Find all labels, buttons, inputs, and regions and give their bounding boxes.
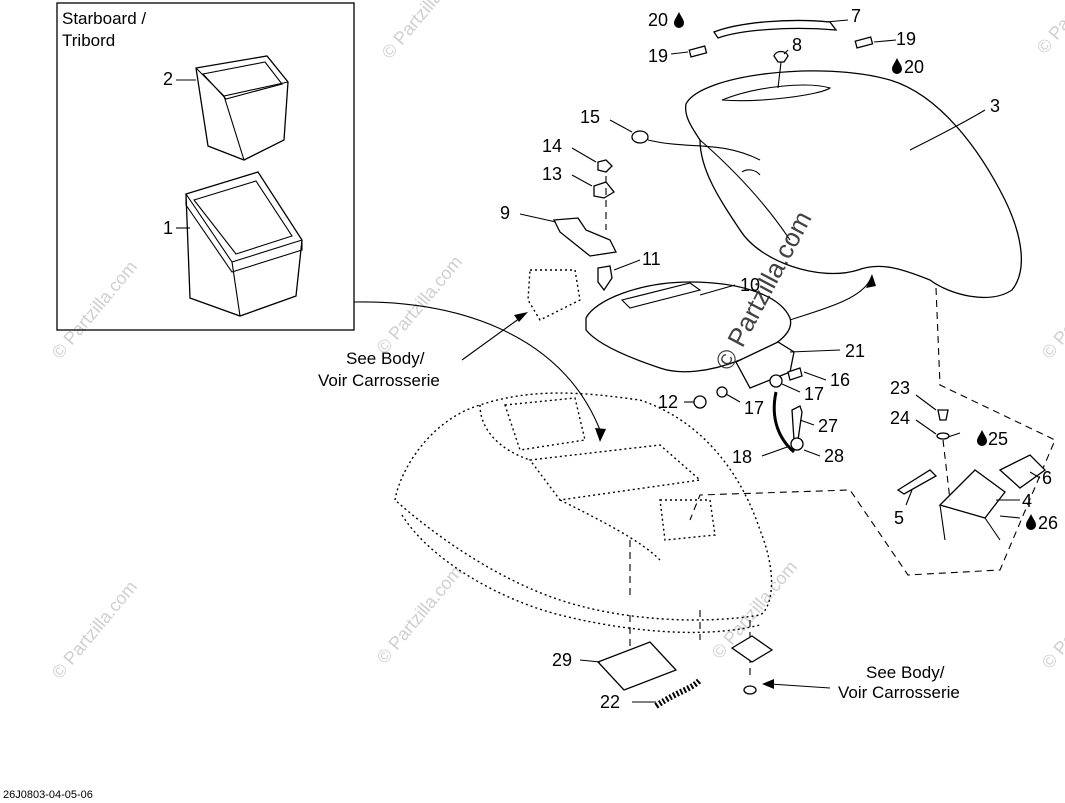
ref-17-left: 17: [744, 398, 764, 418]
watermark-small: © Partzilla.com: [373, 252, 466, 358]
latch-plate: [735, 341, 795, 389]
ref-17-right: 17: [804, 384, 824, 404]
ref-20-right: 20: [904, 57, 924, 77]
ref-27: 27: [818, 416, 838, 436]
ref-15: 15: [580, 107, 600, 127]
storage-bin: [185, 171, 303, 317]
watermark-small: © Partzilla.com: [1038, 257, 1065, 363]
ref-14: 14: [542, 136, 562, 156]
plug: [631, 130, 649, 144]
hull-outline: [394, 392, 773, 634]
ref-21: 21: [845, 341, 865, 361]
hinge-plate: [998, 454, 1047, 489]
pad-small: [730, 635, 774, 663]
ref-8: 8: [792, 35, 802, 55]
nut: [597, 159, 613, 173]
washer-28: [790, 437, 804, 451]
ref-13: 13: [542, 164, 562, 184]
oil-drop-icon: [892, 58, 902, 74]
see-body-right-line1: See Body/: [866, 663, 945, 682]
watermark-small: © Partzilla.com: [1033, 0, 1065, 58]
inset-title-line1: Starboard /: [62, 9, 146, 28]
ref-23: 23: [890, 378, 910, 398]
nut-12: [693, 395, 707, 409]
ref-4: 4: [1022, 491, 1032, 511]
assembly-arrow: [353, 301, 601, 431]
ref-5: 5: [894, 508, 904, 528]
drawing-code: 26J0803-04-05-06: [3, 789, 93, 801]
ref-7: 7: [851, 6, 861, 26]
see-body-left-line2: Voir Carrosserie: [318, 371, 440, 390]
screw-16: [787, 367, 803, 381]
cage-nut: [593, 181, 615, 199]
see-body-left-line1: See Body/: [346, 349, 425, 368]
ref-25: 25: [988, 429, 1008, 449]
washer-17-left: [716, 386, 728, 398]
washer-bottom: [743, 685, 757, 695]
ref-9: 9: [500, 203, 510, 223]
ref-12: 12: [658, 392, 678, 412]
ref-22: 22: [600, 692, 620, 712]
oil-drop-icon: [674, 12, 684, 28]
pad: [596, 641, 678, 691]
storage-bin-liner: [195, 55, 289, 161]
ref-6: 6: [1042, 468, 1052, 488]
ref-2: 2: [163, 69, 173, 89]
starboard-inset: Starboard / Tribord: [56, 2, 355, 331]
seat-fastener: [773, 50, 789, 63]
latch-on-body: [527, 269, 581, 321]
bolt-23: [937, 409, 949, 421]
ref-20-left: 20: [648, 10, 668, 30]
pin-left: [688, 45, 708, 58]
bolt: [597, 265, 613, 292]
watermark-small: © Partzilla.com: [48, 257, 141, 363]
watermark-small: © Partzilla.com: [1038, 567, 1065, 673]
inset-title-line2: Tribord: [62, 31, 115, 50]
ref-18: 18: [732, 447, 752, 467]
bracket: [552, 217, 617, 257]
storage-cover: [585, 281, 792, 373]
washer-24: [936, 432, 950, 440]
ref-29: 29: [552, 650, 572, 670]
hinge-pin: [896, 469, 938, 495]
ref-10: 10: [740, 275, 760, 295]
washer-17-right: [769, 374, 783, 388]
see-body-right-line2: Voir Carrosserie: [838, 683, 960, 702]
watermark-small: © Partzilla.com: [48, 577, 141, 683]
ref-1: 1: [163, 218, 173, 238]
ref-26: 26: [1038, 513, 1058, 533]
ref-19-left: 19: [648, 46, 668, 66]
ref-16: 16: [830, 370, 850, 390]
watermark-small: © Partzilla.com: [378, 0, 471, 63]
oil-drop-icon: [977, 430, 987, 446]
screw-27: [791, 405, 803, 441]
seat: [684, 70, 1022, 298]
ref-19-right: 19: [896, 29, 916, 49]
reference-numbers: 2 1 3 4 5 6 7 8 9 10 11 12 13 14 15 16 1…: [163, 6, 1058, 712]
oil-drop-icon: [1026, 514, 1036, 530]
ref-11: 11: [642, 249, 661, 269]
ref-28: 28: [824, 446, 844, 466]
spring: [654, 677, 703, 709]
leader-lines: [461, 19, 1041, 703]
pin-right: [854, 36, 874, 49]
ref-3: 3: [990, 96, 1000, 116]
grab-strap: [713, 19, 838, 39]
oil-drop-icons: [674, 12, 1036, 530]
ref-24: 24: [890, 408, 910, 428]
watermark-small: © Partzilla.com: [373, 562, 466, 668]
hinge: [938, 469, 1006, 519]
